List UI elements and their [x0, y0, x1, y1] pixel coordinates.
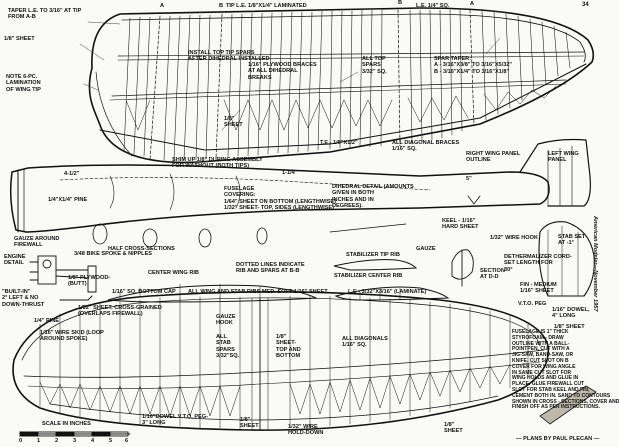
wing-diagonals: [125, 85, 557, 131]
label-all-wing-ribs: ALL WING AND STAB RIBS MED. SOFT 1/16" S…: [188, 289, 328, 295]
label-sheet-tb: 1/8" SHEET- TOP AND BOTTOM: [276, 334, 301, 360]
label-stab-tip-rib: STABILIZER TIP RIB: [346, 252, 400, 258]
cross-sections: [92, 223, 268, 248]
fuselage-side: [9, 138, 591, 233]
label-wire-hook: 1/32" WIRE HOOK: [490, 235, 539, 241]
label-engine: ENGINE DETAIL: [4, 254, 26, 267]
page-number: 34: [582, 2, 589, 8]
label-all-diag: ALL DIAGONALS 1/16" SQ.: [342, 336, 388, 349]
scale-tick-5: 5: [109, 438, 113, 444]
label-sheet-mid: 1/8" SHEET: [224, 116, 243, 129]
label-dim-45: 4-1/2": [64, 171, 80, 177]
label-tip-le: TIP L.E. 1/8"X1/4" LAMINATED: [226, 3, 307, 9]
label-dim-5: 5": [466, 176, 472, 182]
scale-tick-1: 1: [37, 438, 41, 444]
label-center-rib: CENTER WING RIB: [148, 270, 199, 276]
scale-tick-6: 6: [125, 438, 129, 444]
label-sheet-b: 1/8" SHEET: [240, 417, 259, 430]
credit: — PLANS BY PAUL PLECAN —: [516, 436, 600, 442]
label-left-wing: LEFT WING PANEL: [548, 151, 579, 164]
scale-title: SCALE IN INCHES: [42, 421, 91, 427]
label-install-tip: INSTALL TOP TIP SPARS AFTER DIHEDRAL INS…: [188, 50, 270, 63]
label-vto-peg: V.T.O. PEG: [518, 301, 547, 307]
label-plywood-braces: 1/16" PLYWOOD BRACES AT ALL DIHEDRAL BRE…: [248, 62, 317, 81]
label-gauze: GAUZE: [416, 246, 436, 252]
label-stab-set: STAB SET AT -1°: [558, 234, 586, 247]
label-wire-skid: 1/16" WIRE SKID (LOOP AROUND SPOKE): [40, 330, 104, 343]
scale-tick-4: 4: [91, 438, 95, 444]
scale-bar: [19, 431, 131, 437]
fuselage-block: [539, 385, 597, 425]
label-all-stab-spars: ALL STAB SPARS 3/32"SQ.: [216, 334, 240, 360]
label-half-cross: HALF CROSS-SECTIONS: [108, 246, 175, 252]
label-le-stab: L.E - 3/32"X3/16" (LAMINATE): [348, 289, 427, 295]
label-dethermalizer: DETHERMALIZER CORD- SET LENGTH FOR 30°: [504, 254, 572, 273]
label-plywood-butt: 1/8" PLYWOOD- (BUTT): [68, 275, 111, 288]
label-pine-14: 1/4" PINE: [34, 318, 60, 324]
label-dihedral: DIHEDRAL DETAIL (AMOUNTS GIVEN IN BOTH I…: [332, 184, 414, 210]
label-all-top-spars: ALL TOP SPARS 3/32" SQ.: [362, 56, 387, 75]
label-stab-center-rib: STABILIZER CENTER RIB: [334, 273, 403, 279]
label-bottom-cap: 1/16" SQ. BOTTOM CAP: [112, 289, 176, 295]
label-section-dd: SECTION AT D-D: [480, 268, 505, 281]
fin-outline: [538, 221, 595, 297]
plan-drawing: [9, 7, 597, 437]
section-letter-b: B: [219, 3, 224, 9]
label-sheet-br: 1/8" SHEET: [444, 422, 463, 435]
label-diag-braces: ALL DIAGONAL BRACES 1/16" SQ.: [392, 140, 460, 153]
label-dowel: 1/16" DOWEL, 4" LONG: [552, 307, 590, 320]
label-le-sq: L.E. 1/4" SQ.: [416, 3, 450, 9]
label-dowel-vto: 1/16"DOWEL V.T.O. PEG- 3" LONG: [142, 414, 209, 427]
label-bike-spoke: 3/48 BIKE SPOKE & NIPPLES: [74, 251, 153, 257]
section-dd: [451, 249, 474, 287]
stab-ribs: [39, 295, 529, 430]
section-letter-a: A: [160, 3, 165, 9]
side-caption: American Modeler—November 1957: [592, 216, 598, 312]
label-right-wing: RIGHT WING PANEL OUTLINE: [466, 151, 521, 164]
label-fin: FIN - MEDIUM 1/16" SHEET: [520, 282, 557, 295]
stab-diagonals: [39, 363, 511, 417]
engine-detail: [29, 255, 97, 301]
label-wire-hold: 1/32" WIRE HOLD-DOWN: [288, 424, 324, 437]
label-gauze-hook: GAUZE HOOK: [216, 314, 236, 327]
label-sheet-tl: 1/8" SHEET: [4, 36, 35, 42]
label-keel: KEEL - 1/16" HARD SHEET: [442, 218, 479, 231]
label-spar-taper: SPAR TAPER: A - 3/16"X3/8" TO 3/16"X5/32…: [434, 56, 513, 75]
label-dim-114: 1-1/4": [282, 170, 298, 176]
scale-tick-2: 2: [55, 438, 59, 444]
stabilizer-outline: [12, 291, 550, 431]
scale-tick-3: 3: [73, 438, 77, 444]
label-fuselage-cov: FUSELAGE COVERING: 1/64" SHEET ON BOTTOM…: [224, 186, 336, 212]
label-sheet-cross: 1/32" SHEET, CROSS-GRAINED (OVERLAPS FIR…: [78, 305, 162, 318]
label-te: T.E.- 1/8"X1/2": [320, 140, 358, 146]
label-dotted: DOTTED LINES INDICATE RIB AND SPARS AT B…: [236, 262, 305, 275]
label-fuselage-note: FUSELAGE IS 1" THICK STYROFOAM - DRAW OU…: [512, 329, 619, 411]
label-shim: SHIM UP 1/8" DURING ASSEMBLY FOR WASHOUT…: [172, 157, 263, 170]
section-letter-a2: A: [470, 1, 475, 7]
section-letter-b2: B: [398, 0, 403, 6]
label-sheet-r: 1/8" SHEET: [554, 324, 585, 330]
wing-ribs: [123, 9, 571, 161]
label-note6: NOTE 6-PC. LAMINATION OF WING TIP: [6, 74, 41, 93]
label-gauze-fw: GAUZE AROUND FIREWALL: [14, 236, 60, 249]
label-pine: 1/4"X1/4" PINE: [48, 197, 88, 203]
scale-tick-0: 0: [19, 438, 23, 444]
label-built-in: "BUILT-IN" 2° LEFT & NO DOWN-THRUST: [2, 289, 45, 308]
label-taper-le: TAPER L.E. TO 3/16" AT TIP FROM A-B: [8, 8, 82, 21]
